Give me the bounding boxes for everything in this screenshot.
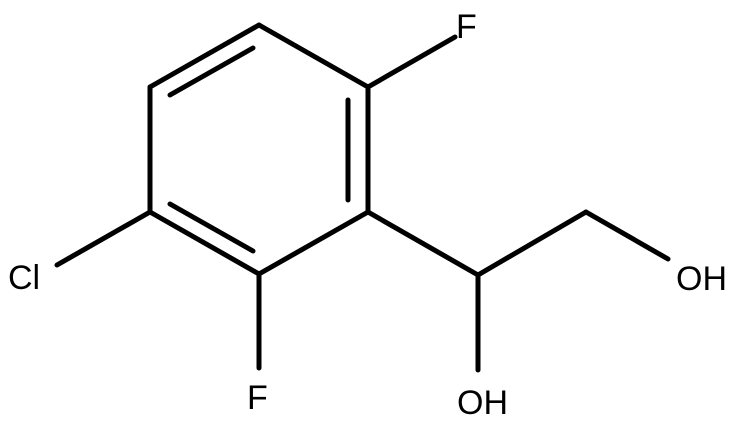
bond-ch2-oh: [583, 209, 671, 262]
bond-chain-ch2: [475, 209, 589, 278]
bond-ring-lower-right: [256, 209, 371, 277]
bond-ring-lower-left-inner: [167, 201, 256, 254]
atom-label-cl: Cl: [8, 259, 40, 297]
bond-c-cl: [54, 209, 153, 268]
bond-ring-top-inner: [167, 45, 256, 98]
bond-ring-lower-left: [147, 209, 262, 277]
bond-ring-top: [147, 22, 262, 90]
atom-label-oh-right: OH: [676, 260, 727, 298]
bond-ring-to-chain: [365, 209, 481, 278]
atom-label-f-top: F: [456, 8, 477, 46]
atom-label-f-bottom: F: [247, 379, 268, 417]
atom-label-oh-bottom: OH: [457, 384, 508, 422]
bond-ring-upper-right: [256, 22, 371, 90]
bond-c-f-top: [365, 34, 458, 90]
